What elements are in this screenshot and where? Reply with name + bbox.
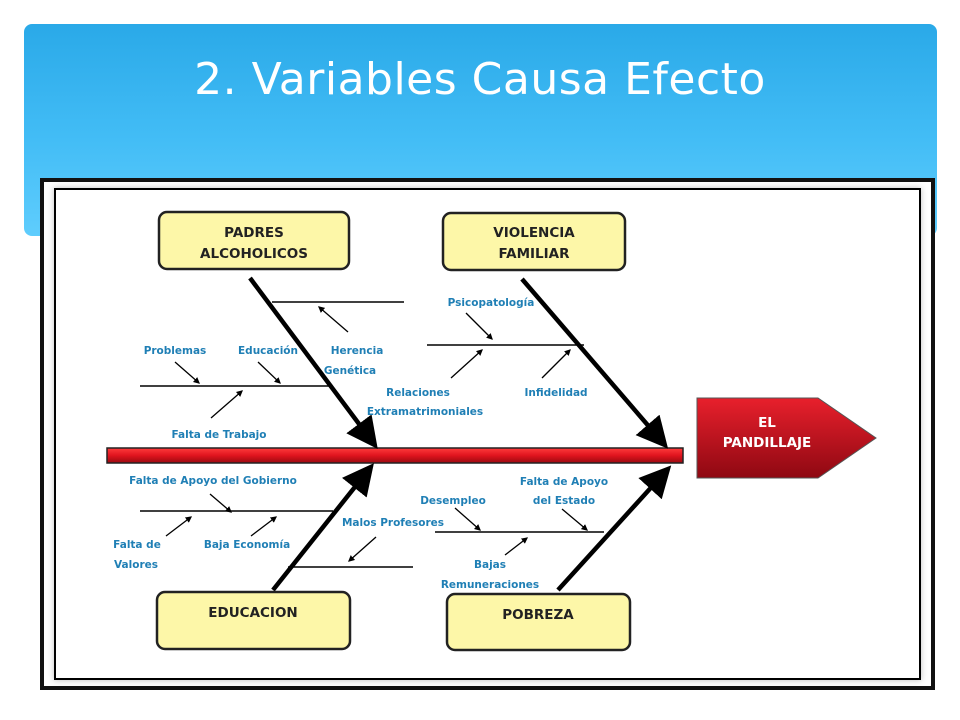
arrow-problemas <box>174 361 200 384</box>
effect-label-line1: EL <box>758 415 776 431</box>
category-box-educacion <box>155 590 352 651</box>
arrow-psicopatologia <box>465 312 493 340</box>
bone-violencia <box>520 277 669 449</box>
category-violencia-line1: VIOLENCIA <box>493 225 575 241</box>
effect-shape <box>696 397 877 479</box>
cause-desempleo: Desempleo <box>420 495 486 507</box>
category-box-pobreza <box>445 592 632 652</box>
category-violencia-line2: FAMILIAR <box>498 246 570 262</box>
cause-falta-apoyo-gobierno: Falta de Apoyo del Gobierno <box>129 475 297 487</box>
arrow-baja-economia <box>250 516 278 537</box>
arrow-falta-trabajo <box>210 390 243 419</box>
category-padres-line2: ALCOHOLICOS <box>200 246 308 262</box>
bone-padres <box>248 276 378 450</box>
arrow-falta-valores <box>165 516 193 537</box>
arrow-bajas-remuneraciones <box>504 537 529 556</box>
arrow-desempleo <box>454 507 481 531</box>
cause-falta-apoyo-estado-line2: del Estado <box>533 495 595 507</box>
cause-malos-profesores: Malos Profesores <box>342 517 444 529</box>
cause-relaciones-line1: Relaciones <box>386 387 450 399</box>
cause-falta-valores-line2: Valores <box>114 559 158 571</box>
cause-herencia-line1: Herencia <box>331 345 384 357</box>
arrow-educacion <box>257 361 281 384</box>
spine <box>106 447 684 464</box>
arrow-malos-profesores <box>348 536 377 562</box>
category-padres-line1: PADRES <box>224 225 284 241</box>
category-educacion-line1: EDUCACION <box>208 605 297 621</box>
bone-pobreza <box>556 465 672 592</box>
cause-falta-trabajo: Falta de Trabajo <box>172 429 267 441</box>
cause-problemas: Problemas <box>144 345 207 357</box>
cause-falta-apoyo-estado-line1: Falta de Apoyo <box>520 476 608 488</box>
category-box-violencia <box>441 211 627 272</box>
slide-title: 2. Variables Causa Efecto <box>194 54 766 105</box>
category-pobreza-line1: POBREZA <box>502 607 574 623</box>
arrow-apoyo-gobierno <box>209 493 232 513</box>
cause-falta-valores-line1: Falta de <box>113 539 161 551</box>
effect-label-line2: PANDILLAJE <box>723 435 812 451</box>
arrow-falta-apoyo-estado <box>561 508 588 531</box>
cause-educacion: Educación <box>238 345 298 357</box>
cause-bajas-line1: Bajas <box>474 559 506 571</box>
category-box-padres <box>157 210 351 271</box>
cause-psicopatologia: Psicopatología <box>448 297 535 309</box>
cause-baja-economia: Baja Economía <box>204 539 290 551</box>
arrow-infidelidad <box>541 349 571 379</box>
arrow-relaciones <box>450 349 483 379</box>
cause-herencia-line2: Genética <box>324 365 376 377</box>
arrow-herencia <box>318 306 349 333</box>
cause-infidelidad: Infidelidad <box>524 387 587 399</box>
bone-educacion <box>271 463 374 592</box>
cause-relaciones-line2: Extramatrimoniales <box>367 406 483 418</box>
cause-bajas-line2: Remuneraciones <box>441 579 539 591</box>
